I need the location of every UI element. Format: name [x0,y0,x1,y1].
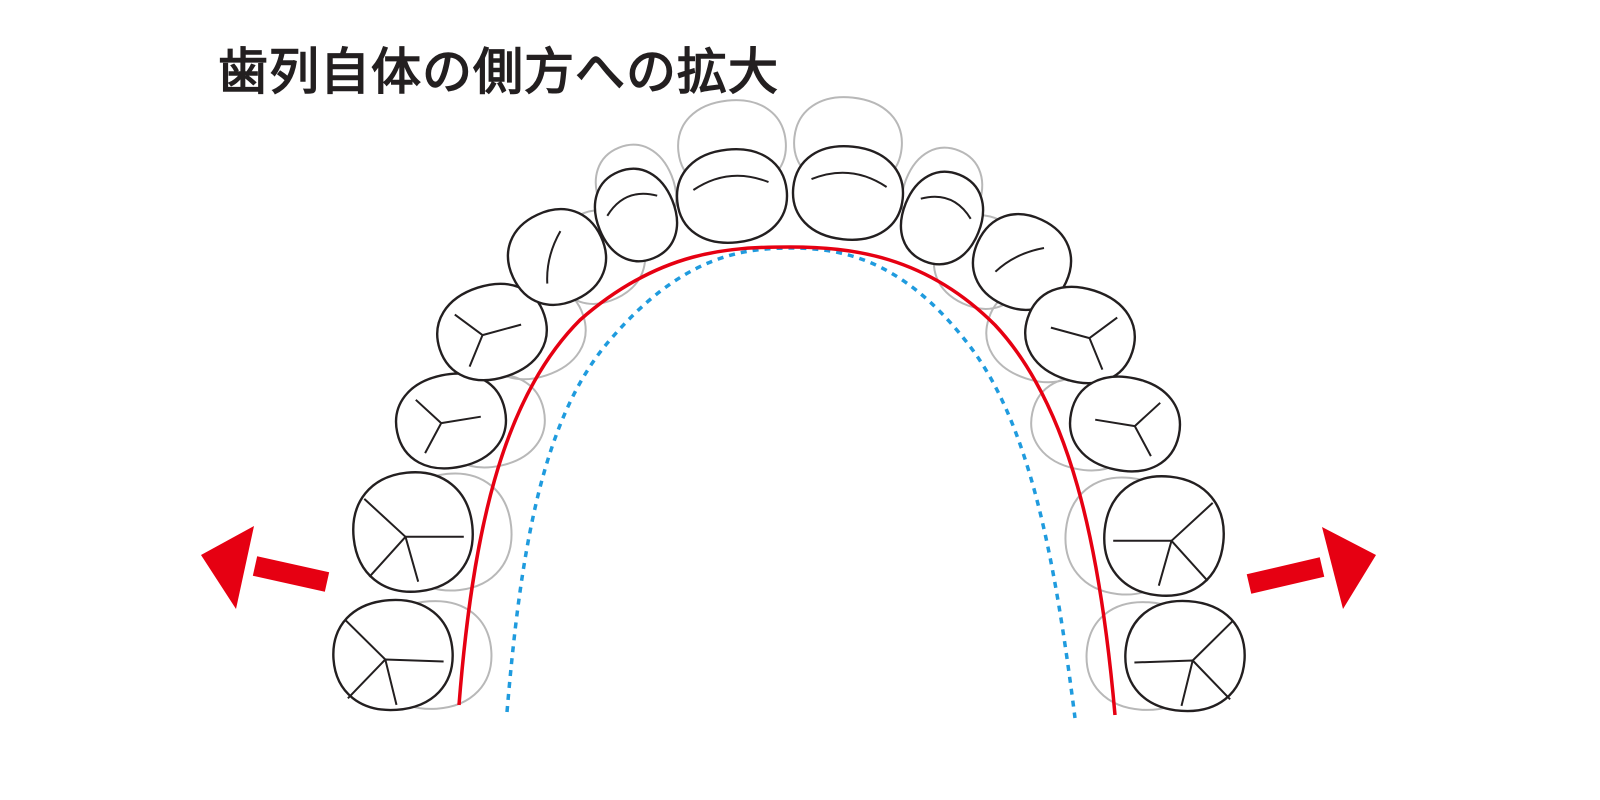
tooth-fissure [415,399,481,454]
tooth-fissure [1095,402,1161,457]
tooth-fissure [384,658,444,706]
tooth-fissure [1113,539,1173,586]
tooth-incisal-edge [811,171,888,188]
tooth-canine [506,207,608,307]
tooth-lateral [593,167,679,263]
tooth-ridge [546,230,562,284]
tooth-incisal-edge [920,195,972,220]
tooth-fissure [454,313,522,367]
tooth-canine [971,212,1073,312]
tooth-central [675,148,789,244]
tooth-lateral [899,170,985,266]
tooth-central [791,145,905,241]
tooth-fissure [1050,316,1118,370]
tooth-fissure [404,535,464,582]
arrow-right-icon [1246,527,1376,609]
tooth-incisal-edge [692,174,769,191]
tooth-ridge [994,247,1045,273]
expanded-teeth [332,145,1246,713]
arrow-left-icon [201,526,330,609]
tooth-fissure [1134,659,1194,707]
diagram-title: 歯列自体の側方への拡大 [218,43,779,101]
tooth-incisal-edge [606,192,658,217]
expanded-arch-line [457,245,1117,716]
